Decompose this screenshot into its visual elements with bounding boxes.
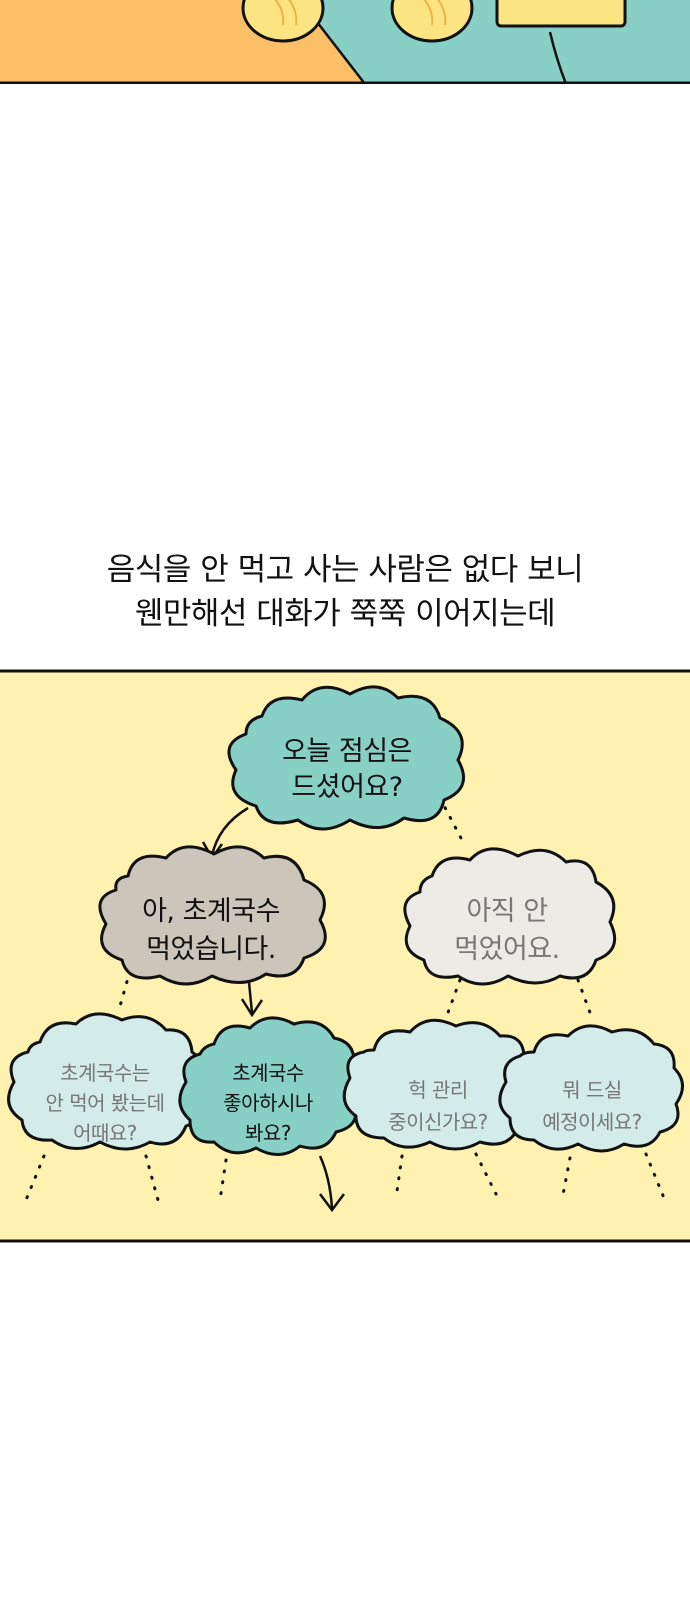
dots-yes-to-leaf1: [116, 969, 132, 1015]
cloud-no: [403, 847, 617, 986]
bubble-leaf2-line-1: 초계국수: [232, 1061, 304, 1085]
bubble-leaf1: 초계국수는 안 먹어 봤는데 어때요?: [14, 1058, 196, 1148]
cloud-leaf1: [7, 1012, 207, 1151]
arrowhead-yes-to-leaf2: [240, 998, 264, 1018]
bubble-leaf1-line-1: 초계국수는: [60, 1061, 150, 1085]
bubble-yes-line-1: 아, 초계국수: [142, 896, 280, 927]
caption: 음식을 안 먹고 사는 사람은 없다 보니 웬만해선 대화가 쭉쭉 이어지는데: [0, 548, 690, 636]
dots-no-to-leaf3: [444, 978, 462, 1020]
dots-leaf3-right: [474, 1152, 498, 1196]
cloud-root: [227, 685, 466, 831]
top-character-arm-line: [548, 31, 568, 84]
bubble-leaf2-line-3: 봐요?: [245, 1121, 291, 1145]
bubble-no-line-1: 아직 안: [466, 896, 548, 927]
bubble-leaf4-line-2: 예정이세요?: [542, 1110, 642, 1134]
caption-line-1: 음식을 안 먹고 사는 사람은 없다 보니: [106, 552, 584, 588]
dots-leaf1-right: [144, 1154, 160, 1202]
top-yellow-block: [495, 0, 627, 28]
bubble-yes-line-2: 먹었습니다.: [146, 934, 276, 965]
bubble-leaf3-line-2: 중이신가요?: [388, 1110, 488, 1134]
bubble-leaf3: 헉 관리 중이신가요?: [350, 1074, 526, 1138]
bubble-leaf2-line-2: 좋아하시나: [223, 1091, 313, 1115]
arrow-root-to-yes: [210, 806, 249, 857]
dots-leaf3-left: [394, 1154, 404, 1200]
dots-root-to-no: [438, 796, 464, 842]
bubble-root-line-2: 드셨어요?: [291, 772, 403, 803]
bubble-leaf3-line-1: 헉 관리: [408, 1078, 468, 1102]
bubble-root-line-1: 오늘 점심은: [282, 736, 412, 767]
dots-no-to-leaf4: [576, 978, 594, 1020]
bubble-leaf2: 초계국수 좋아하시나 봐요?: [188, 1058, 348, 1148]
top-character-hand-line-left: [274, 0, 298, 26]
top-panel-teal-area: [300, 0, 690, 84]
arrowhead-leaf2-right: [319, 1193, 345, 1213]
bubble-leaf4: 뭐 드실 예정이세요?: [510, 1074, 674, 1138]
dots-leaf4-right: [644, 1152, 666, 1200]
dots-leaf4-left: [560, 1156, 572, 1202]
caption-line-2: 웬만해선 대화가 쭉쭉 이어지는데: [134, 596, 556, 632]
conversation-tree-panel: [0, 669, 690, 1243]
cloud-leaf4: [498, 1024, 684, 1153]
arrow-leaf2-right: [318, 1155, 334, 1209]
bubble-leaf1-line-2: 안 먹어 봤는데: [45, 1091, 165, 1115]
top-comic-panel: [0, 0, 690, 84]
bubble-leaf4-line-1: 뭐 드실: [562, 1078, 622, 1102]
bubble-no-line-2: 먹었어요.: [454, 934, 560, 965]
cloud-leaf2: [178, 1016, 364, 1156]
cloud-yes: [98, 845, 327, 986]
bubble-no: 아직 안 먹었어요.: [412, 893, 602, 969]
bubble-yes: 아, 초계국수 먹었습니다.: [106, 893, 316, 969]
top-character-hand-line-right: [423, 0, 447, 26]
dots-leaf2-left: [218, 1158, 228, 1202]
dots-leaf1-left: [24, 1154, 46, 1202]
bubble-root: 오늘 점심은 드셨어요?: [246, 734, 448, 806]
bubble-leaf1-line-3: 어때요?: [73, 1121, 137, 1145]
cloud-leaf3: [342, 1018, 539, 1151]
